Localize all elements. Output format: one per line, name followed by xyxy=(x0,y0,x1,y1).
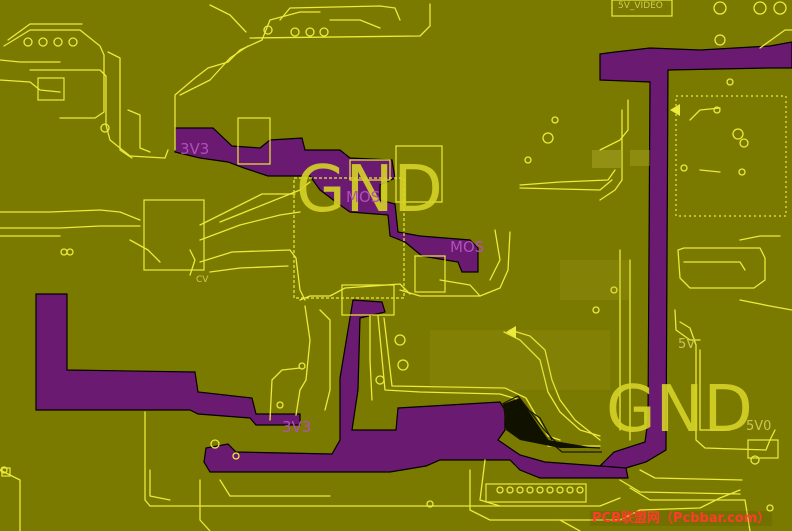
pour-bottom-3v3 xyxy=(203,299,629,479)
footprint-q2 xyxy=(414,255,446,293)
footprint-pad xyxy=(1,467,11,477)
net-label-3v3-bottom: 3V3 xyxy=(282,418,312,436)
pour-left-3v3 xyxy=(35,293,301,426)
footprint-q3 xyxy=(341,284,395,316)
footprint-c2 xyxy=(747,439,779,459)
footprint-q1 xyxy=(395,145,443,203)
footprints xyxy=(1,0,787,503)
footprint-u3 xyxy=(293,177,405,299)
net-label-5v-video: 5V_VIDEO xyxy=(618,1,663,11)
watermark-text: PCB联盟网（Pcbbar.com） xyxy=(590,511,773,526)
gnd-label-center: GND xyxy=(296,153,443,227)
marker-arrow xyxy=(506,326,516,338)
vias xyxy=(0,1,787,512)
dark-clearance-area xyxy=(503,398,596,448)
gnd-label-right: GND xyxy=(606,373,753,447)
via-fields xyxy=(430,150,650,390)
net-label-3v3-top: 3V3 xyxy=(180,140,210,158)
footprint-u2 xyxy=(143,199,205,271)
net-label-mos-center: MOS xyxy=(346,188,381,206)
footprint-5v-video xyxy=(611,0,673,17)
net-label-mos-right: MOS xyxy=(450,238,485,256)
footprint-u1 xyxy=(37,77,65,101)
marker-arrow-2 xyxy=(670,104,680,116)
pour-right-gnd xyxy=(598,41,792,469)
net-label-5v0: 5V0 xyxy=(746,419,772,434)
footprint-connector xyxy=(485,483,587,503)
footprint-c1 xyxy=(237,117,271,165)
footprint-right-array xyxy=(675,95,787,217)
footprint-r1 xyxy=(349,159,391,181)
net-label-5v: 5V xyxy=(678,337,696,352)
copper-traces xyxy=(0,3,792,531)
net-label-cv: CV xyxy=(196,275,209,285)
